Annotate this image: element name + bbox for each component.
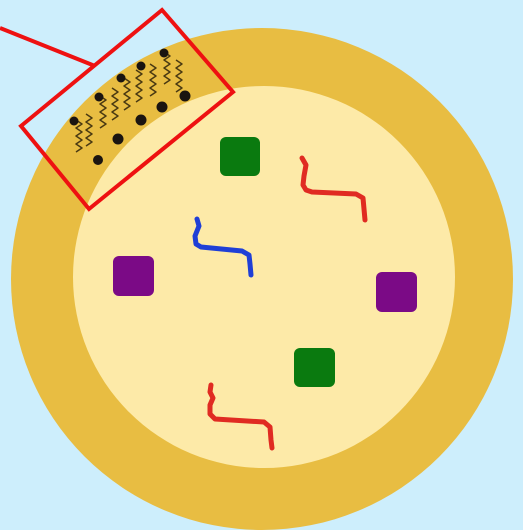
cluster-dot xyxy=(180,91,191,102)
cluster-dot xyxy=(157,102,168,113)
cluster-dot xyxy=(137,62,146,71)
cluster-dot xyxy=(95,93,104,102)
cluster-dot xyxy=(93,155,103,165)
cluster-dot xyxy=(136,115,147,126)
cluster-dot xyxy=(113,134,124,145)
purple-square-left xyxy=(113,256,154,296)
cluster-dot xyxy=(160,49,169,58)
cluster-dot xyxy=(70,117,79,126)
purple-square-right xyxy=(376,272,417,312)
cluster-dot xyxy=(117,74,126,83)
green-square-top xyxy=(220,137,260,176)
callout-leader-line xyxy=(0,28,95,66)
green-square-bottom xyxy=(294,348,335,387)
